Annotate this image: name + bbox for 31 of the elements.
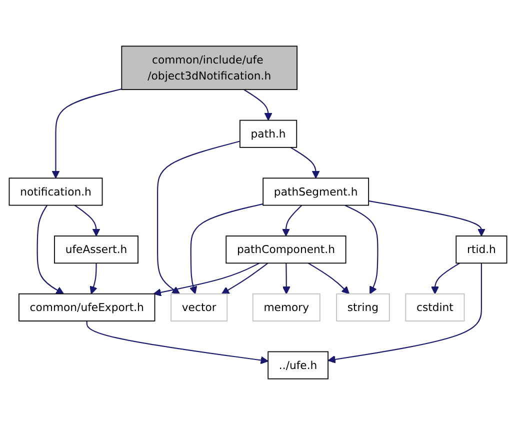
arrow: [328, 263, 482, 364]
arrow: [86, 320, 268, 364]
arrow: [221, 262, 268, 294]
arrow: [74, 204, 100, 236]
node-box: memory: [252, 293, 320, 322]
arrow: [368, 200, 486, 236]
node-box: rtid.h: [456, 236, 508, 264]
node-box: cstdint: [405, 293, 465, 322]
arrow: [52, 88, 122, 178]
arrow: [431, 262, 460, 294]
arrow: [189, 203, 264, 294]
node-box: vector: [170, 293, 228, 322]
arrow: [90, 263, 98, 294]
node-box: common/ufeExport.h: [18, 293, 156, 322]
node-box: common/include/ufe /object3dNotification.h: [121, 46, 298, 90]
arrow: [157, 140, 240, 294]
node-box: string: [336, 293, 390, 322]
arrow: [290, 146, 320, 178]
node-box: notification.h: [8, 178, 103, 206]
node-box: ufeAssert.h: [54, 236, 138, 264]
arrow: [308, 262, 350, 294]
node-box: pathComponent.h: [226, 236, 346, 264]
arrow: [244, 89, 272, 121]
arrow: [36, 204, 64, 294]
arrow: [153, 262, 260, 296]
arrow: [282, 263, 290, 294]
arrow: [344, 204, 378, 294]
node-box: ../ufe.h: [268, 351, 328, 380]
arrow: [282, 204, 302, 236]
node-box: pathSegment.h: [262, 178, 370, 206]
node-box: path.h: [240, 120, 298, 148]
